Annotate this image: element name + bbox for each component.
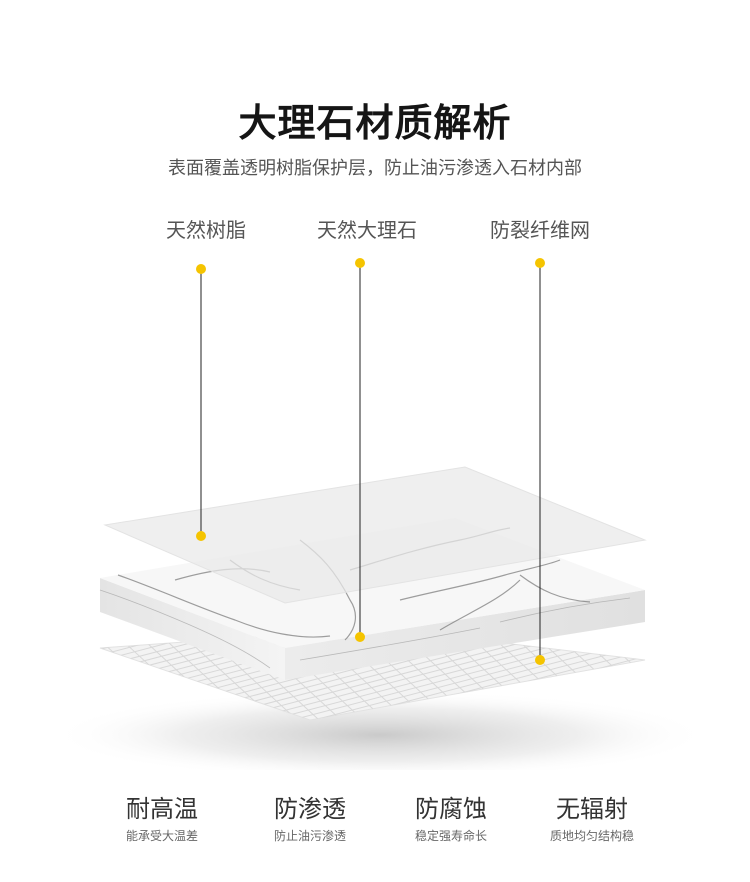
layer-label-mesh: 防裂纤维网 [490,218,590,242]
feature-item-radiation: 无辐射 质地均匀结构稳 [517,794,667,844]
feature-title: 无辐射 [556,795,628,823]
feature-item-corrosion: 防腐蚀 稳定强寿命长 [376,794,526,844]
feature-item-heat: 耐高温 能承受大温差 [87,794,237,844]
dot-resin-top [196,264,206,274]
page-subtitle: 表面覆盖透明树脂保护层，防止油污渗透入石材内部 [168,158,582,179]
feature-desc: 质地均匀结构稳 [549,829,634,843]
dot-mesh-top [535,258,545,268]
dot-mesh-bottom [535,655,545,665]
feature-desc: 稳定强寿命长 [414,829,487,843]
resin-layer [103,466,647,604]
dot-resin-bottom [196,531,206,541]
feature-desc: 能承受大温差 [125,829,198,843]
dot-marble-top [355,258,365,268]
layer-label-marble: 天然大理石 [317,218,417,242]
feature-item-seepage: 防渗透 防止油污渗透 [235,794,385,844]
ground-shadow [50,690,710,770]
layer-illustration [50,258,710,770]
feature-title: 防腐蚀 [415,795,487,823]
dot-marble-bottom [355,632,365,642]
feature-desc: 防止油污渗透 [273,829,346,843]
feature-list: 耐高温 能承受大温差 防渗透 防止油污渗透 防腐蚀 稳定强寿命长 无辐射 质地均… [0,794,750,854]
layer-label-resin: 天然树脂 [166,218,246,242]
feature-title: 耐高温 [126,795,198,823]
feature-title: 防渗透 [274,795,346,823]
page-title: 大理石材质解析 [238,101,512,145]
